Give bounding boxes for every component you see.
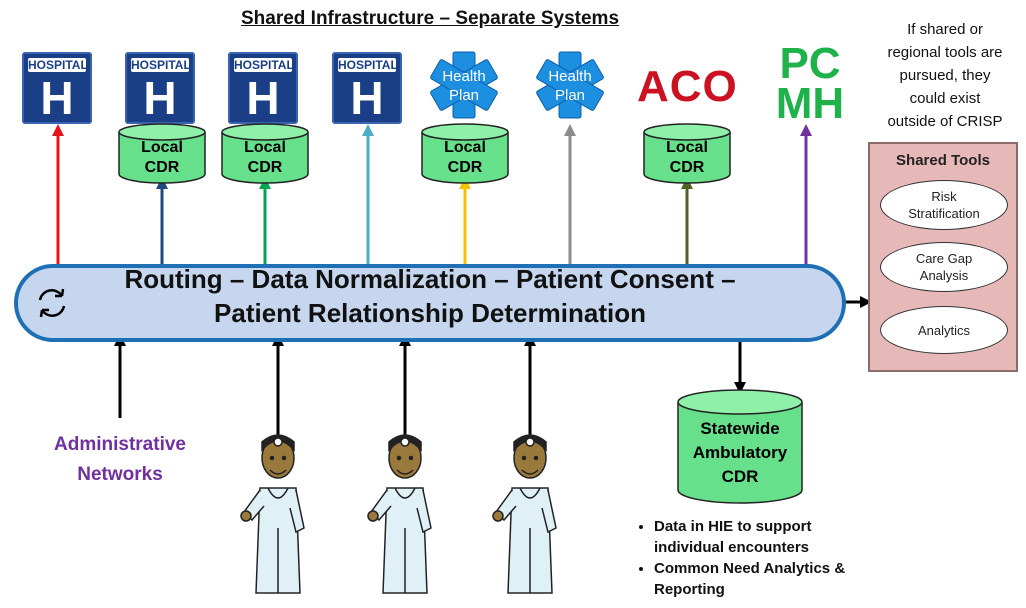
hospital-icon: HOSPITAL H xyxy=(125,52,195,124)
diagram-title: Shared Infrastructure – Separate Systems xyxy=(240,8,620,29)
routing-bus-text: Routing – Data Normalization – Patient C… xyxy=(50,262,810,330)
note-line: could exist xyxy=(909,90,981,107)
pcmh-label: PC MH xyxy=(765,39,855,128)
local-cdr-line1: Local xyxy=(244,139,286,156)
routing-bus xyxy=(14,264,846,342)
hospital-letter: H xyxy=(143,72,177,124)
local-cdr-cylinder: Local CDR xyxy=(643,123,731,184)
pcmh-line1: PC xyxy=(779,39,841,88)
local-cdr-cylinder: Local CDR xyxy=(118,123,206,184)
health-plan-line1: Health xyxy=(442,68,485,85)
tool-line: Stratification xyxy=(908,206,980,221)
hospital-icon: HOSPITAL H xyxy=(22,52,92,124)
health-plan-line2: Plan xyxy=(449,87,479,104)
local-cdr-line2: CDR xyxy=(670,159,705,176)
health-plan-line1: Health xyxy=(548,68,591,85)
administrative-networks-label: Administrative Networks xyxy=(30,430,210,490)
tool-analytics: Analytics xyxy=(880,306,1008,354)
hospital-icon: HOSPITAL H xyxy=(228,52,298,124)
note-line: pursued, they xyxy=(899,67,991,84)
hospital-letter: H xyxy=(246,72,280,124)
local-cdr-cylinder: Local CDR xyxy=(221,123,309,184)
local-cdr-cylinder: Local CDR xyxy=(421,123,509,184)
note-line: outside of CRISP xyxy=(887,113,1003,130)
health-plan-icon: Health Plan xyxy=(430,51,498,119)
statewide-cdr-line2: Ambulatory xyxy=(693,443,788,462)
tool-line: Care Gap xyxy=(915,251,973,266)
local-cdr-line2: CDR xyxy=(448,159,483,176)
doctor-icon xyxy=(240,434,305,594)
statewide-cdr-notes: Data in HIE to support individual encoun… xyxy=(632,516,872,600)
hospital-icon: HOSPITAL H xyxy=(332,52,402,124)
local-cdr-line2: CDR xyxy=(145,159,180,176)
bullet-item: Data in HIE to support individual encoun… xyxy=(654,516,872,558)
health-plan-line2: Plan xyxy=(555,87,585,104)
aco-label: ACO xyxy=(637,62,738,111)
local-cdr-line1: Local xyxy=(141,139,183,156)
statewide-cdr-cylinder: Statewide Ambulatory CDR xyxy=(677,389,803,504)
shared-tools-note: If shared or regional tools are pursued,… xyxy=(866,18,1024,133)
tool-line: Analytics xyxy=(917,322,971,338)
routing-bus-line1: Routing – Data Normalization – Patient C… xyxy=(124,264,736,294)
health-plan-icon: Health Plan xyxy=(536,51,604,119)
statewide-cdr-line1: Statewide xyxy=(700,419,779,438)
administrative-line2: Networks xyxy=(77,464,163,485)
hospital-letter: H xyxy=(40,72,74,124)
hospital-label: HOSPITAL xyxy=(234,58,294,72)
routing-bus-line2: Patient Relationship Determination xyxy=(214,298,646,328)
tool-line: Risk xyxy=(931,189,957,204)
refresh-icon xyxy=(38,288,66,318)
local-cdr-line1: Local xyxy=(444,139,486,156)
doctor-icon xyxy=(367,434,432,594)
statewide-cdr-line3: CDR xyxy=(722,467,759,486)
doctor-icon xyxy=(492,434,557,594)
hospital-label: HOSPITAL xyxy=(131,58,191,72)
administrative-line1: Administrative xyxy=(54,434,186,455)
note-line: If shared or xyxy=(907,21,983,38)
tool-line: Analysis xyxy=(919,268,969,283)
hospital-label: HOSPITAL xyxy=(338,58,398,72)
hospital-letter: H xyxy=(350,72,384,124)
pcmh-line2: MH xyxy=(775,79,845,128)
hospital-label: HOSPITAL xyxy=(28,58,88,72)
bullet-item: Common Need Analytics & Reporting xyxy=(654,558,872,600)
local-cdr-line1: Local xyxy=(666,139,708,156)
local-cdr-line2: CDR xyxy=(248,159,283,176)
shared-tools-title: Shared Tools xyxy=(896,152,990,169)
note-line: regional tools are xyxy=(887,44,1003,61)
